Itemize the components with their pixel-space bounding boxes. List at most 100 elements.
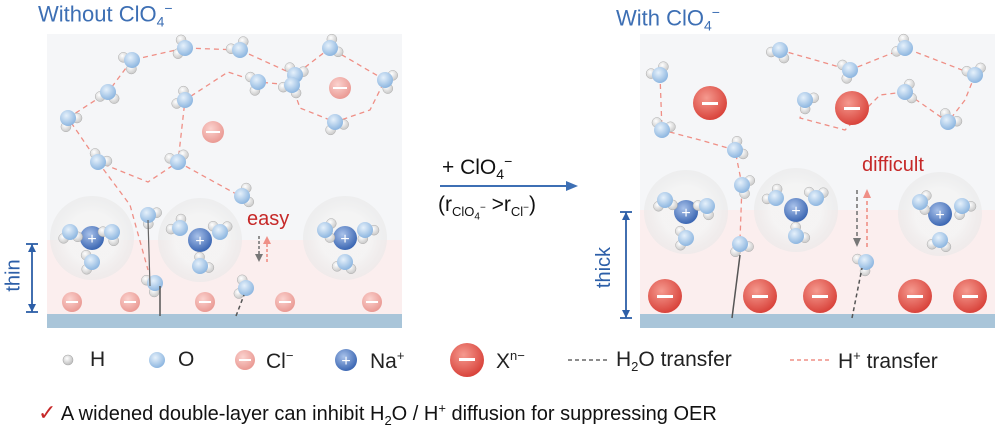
svg-text:+: + (87, 231, 96, 248)
water-molecule (897, 78, 917, 104)
legend-x-label: Xn− (496, 348, 525, 373)
water-molecule (727, 135, 749, 160)
water-molecule (233, 274, 254, 299)
water-molecule (245, 71, 266, 96)
water-molecule (94, 84, 120, 104)
diagram-canvas: + + + + + + (26, 33, 995, 328)
legend-o-label: O (178, 348, 195, 371)
water-molecule (317, 218, 337, 243)
water-molecule (645, 61, 669, 83)
right-electrode (640, 314, 995, 328)
o-atom-icon (149, 352, 165, 368)
right-na-cluster-3: + (898, 172, 982, 256)
thick-arrowhead-top (622, 212, 630, 220)
water-molecule (60, 110, 83, 133)
water-molecule (692, 198, 715, 221)
check-icon: ✓ (38, 400, 57, 425)
water-molecule (322, 33, 344, 58)
left-tether-2 (147, 219, 151, 287)
water-molecule (674, 225, 694, 251)
water-molecule (192, 251, 215, 274)
left-electrode (47, 314, 402, 328)
right-panel-title: With ClO4− (616, 4, 720, 34)
water-molecule (80, 249, 100, 275)
h-atom-icon (62, 354, 74, 366)
easy-label: easy (247, 208, 290, 230)
water-molecule (331, 254, 357, 274)
difficult-label: difficult (862, 154, 924, 176)
svg-text:+: + (681, 205, 690, 222)
radius-comparison: (rClO4− >rCl−) (438, 193, 537, 223)
water-molecule (939, 108, 963, 130)
water-molecule (234, 182, 255, 208)
water-molecule (803, 186, 829, 206)
water-molecules (58, 33, 986, 299)
conclusion-note: ✓ A widened double-layer can inhibit H2O… (38, 400, 717, 428)
legend-h-label: H (90, 348, 106, 371)
water-molecule (225, 36, 249, 58)
water-molecule (734, 175, 756, 199)
water-molecule (891, 33, 913, 57)
water-molecule (325, 114, 349, 136)
legend-cl-label: Cl− (266, 348, 294, 373)
water-molecule (141, 274, 163, 298)
left-h2o-transfer-line (235, 294, 245, 317)
legend-hplus-transfer-label: H+ transfer (838, 348, 938, 373)
water-molecule (377, 70, 398, 94)
svg-text:+: + (791, 203, 800, 220)
water-molecule (765, 42, 790, 64)
water-molecule (89, 148, 113, 170)
thick-arrowhead-bottom (622, 310, 630, 318)
water-molecule (926, 232, 952, 253)
svg-text:+: + (340, 231, 349, 248)
legend-h2o-transfer-label: H2O transfer (616, 348, 732, 375)
easy-h2o-arrowhead (255, 254, 263, 262)
water-molecule (118, 52, 140, 75)
na-ion-icon (335, 349, 357, 371)
left-panel-title: Without ClO4− (38, 0, 173, 30)
svg-text:+: + (195, 233, 204, 250)
left-cl-ions (62, 77, 382, 312)
difficult-hplus-arrowhead (863, 189, 871, 198)
water-molecule (797, 92, 819, 115)
left-na-cluster-1: + (50, 196, 134, 280)
easy-hplus-arrowhead (263, 236, 271, 244)
water-molecule (164, 149, 189, 170)
right-h2o-transfer-line (851, 267, 863, 319)
water-molecule (97, 224, 120, 247)
water-molecule (651, 117, 676, 138)
water-molecule (171, 85, 193, 109)
water-molecule (278, 77, 302, 99)
transition-arrowhead (566, 181, 578, 191)
water-molecule (653, 192, 678, 212)
water-molecule (357, 222, 380, 244)
difficult-h2o-arrowhead (853, 238, 861, 247)
right-na-cluster-1: + (644, 170, 728, 254)
svg-text:+: + (935, 207, 944, 224)
x-minus-icon (459, 358, 475, 361)
water-molecule (912, 190, 932, 215)
right-tether-1 (731, 254, 741, 319)
water-molecule (837, 59, 858, 84)
legend-icons: + (62, 343, 830, 377)
thick-label: thick (593, 246, 616, 289)
water-molecule (58, 224, 83, 244)
thin-label: thin (2, 259, 25, 292)
water-molecule (730, 236, 754, 258)
water-molecule (172, 34, 193, 59)
thin-arrowhead-top (28, 244, 36, 252)
water-molecule (165, 213, 188, 236)
legend-na-label: Na+ (370, 348, 405, 373)
water-molecule (852, 253, 874, 277)
transition-label: + ClO4− (442, 153, 513, 183)
right-x-ions (648, 86, 987, 313)
water-molecule (954, 198, 977, 220)
na-plus-icon: + (341, 353, 350, 370)
thin-arrowhead-bottom (28, 304, 36, 312)
water-molecule (961, 62, 986, 83)
water-molecule (761, 183, 784, 206)
water-molecule (207, 220, 233, 240)
cl-minus-icon (239, 359, 251, 361)
left-na-cluster-3: + (303, 196, 387, 280)
water-molecule (788, 221, 811, 244)
